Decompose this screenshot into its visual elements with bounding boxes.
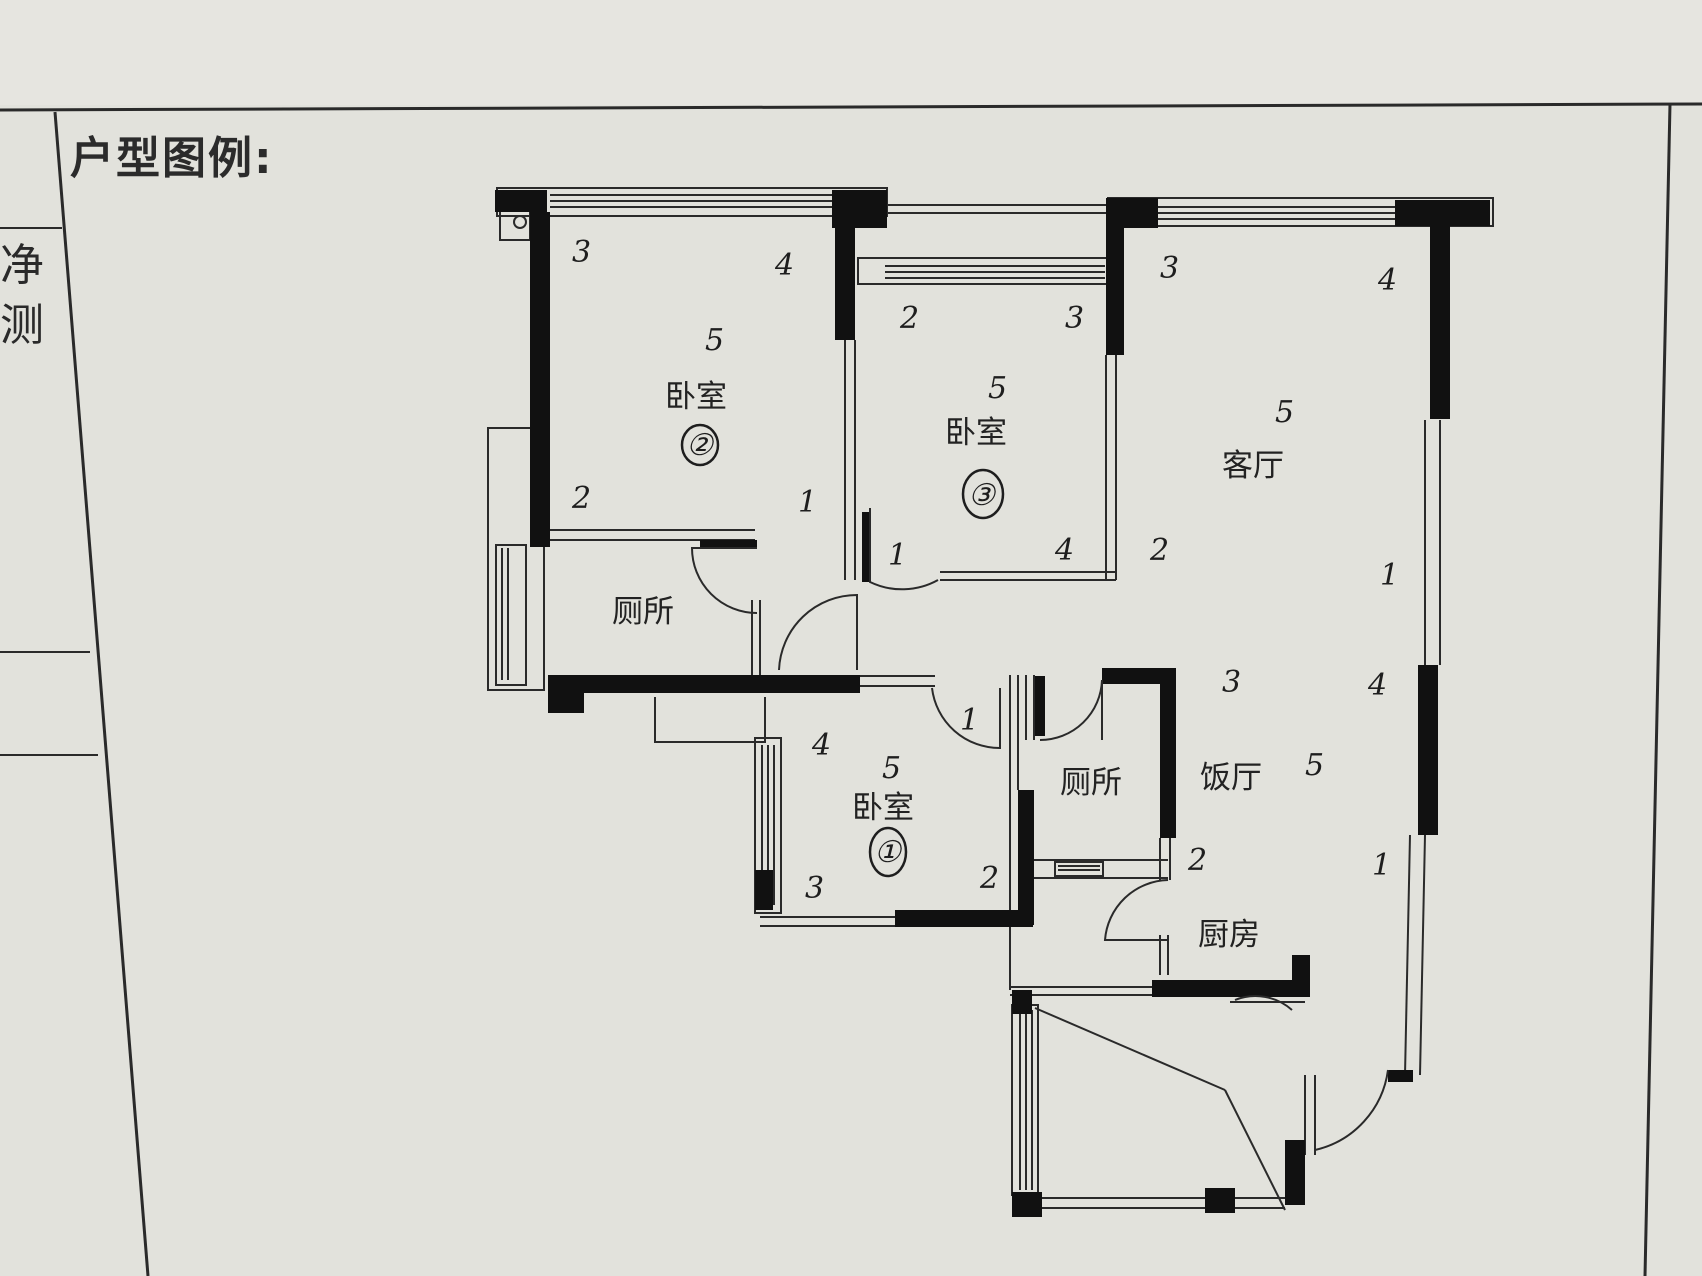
room-label-toilet-mid: 厕所	[1060, 765, 1122, 801]
annotation-number: 4	[811, 728, 831, 763]
frame-left-line	[53, 111, 150, 1276]
room-mark-bedroom3-text: ③	[968, 478, 997, 513]
annotation-number: 3	[1222, 665, 1241, 700]
side-label-2: 测	[0, 300, 44, 351]
room-label-bedroom1: 卧室	[852, 790, 914, 826]
room-label-kitchen: 厨房	[1198, 917, 1260, 953]
room-mark-bedroom2	[680, 423, 720, 467]
room-label-dining: 饭厅	[1200, 760, 1262, 796]
annotation-number: 5	[1275, 395, 1294, 430]
annotation-number: 3	[1160, 251, 1179, 286]
thick-walls	[495, 190, 1490, 1217]
annotation-number: 5	[705, 323, 724, 358]
annotation-number: 1	[960, 703, 979, 738]
annotation-number: 2	[1187, 843, 1207, 878]
room-mark-bedroom1	[868, 826, 908, 878]
side-label-1: 净	[0, 240, 44, 291]
annotation-number: 5	[1305, 748, 1324, 783]
room-label-bedroom2: 卧室	[665, 379, 727, 415]
annotation-number: 3	[1065, 301, 1084, 336]
annotation-numbers: 3 4 5 2 1 2 3 5 1 4 3 4 5 2 1 4 5 3 2 1 …	[571, 235, 1399, 906]
frame-right-line	[1643, 103, 1672, 1276]
annotation-number: 2	[899, 301, 919, 336]
room-label-living: 客厅	[1222, 448, 1284, 484]
annotation-number: 5	[882, 751, 901, 786]
annotation-number: 1	[798, 485, 817, 520]
frame-top-line	[0, 102, 1702, 112]
room-label-toilet-left: 厕所	[612, 594, 674, 630]
annotation-number: 2	[1149, 533, 1169, 568]
annotation-number: 1	[1372, 848, 1391, 883]
annotation-number: 4	[1367, 668, 1387, 703]
annotation-number: 2	[979, 861, 999, 896]
annotation-number: 1	[1380, 558, 1399, 593]
page-title: 户型图例:	[70, 133, 274, 184]
room-mark-bedroom2-text: ②	[686, 428, 715, 463]
annotation-number: 5	[988, 371, 1007, 406]
annotation-number: 3	[572, 235, 591, 270]
annotation-number: 4	[1054, 533, 1074, 568]
annotation-number: 2	[571, 481, 591, 516]
annotation-number: 4	[774, 248, 794, 283]
room-mark-bedroom1-text: ①	[874, 835, 903, 870]
annotation-number: 4	[1377, 263, 1397, 298]
room-label-bedroom3: 卧室	[945, 415, 1007, 451]
annotation-number: 3	[805, 871, 824, 906]
door-swings	[690, 508, 1389, 1152]
annotation-number: 1	[888, 538, 907, 573]
room-mark-bedroom3	[961, 468, 1005, 520]
